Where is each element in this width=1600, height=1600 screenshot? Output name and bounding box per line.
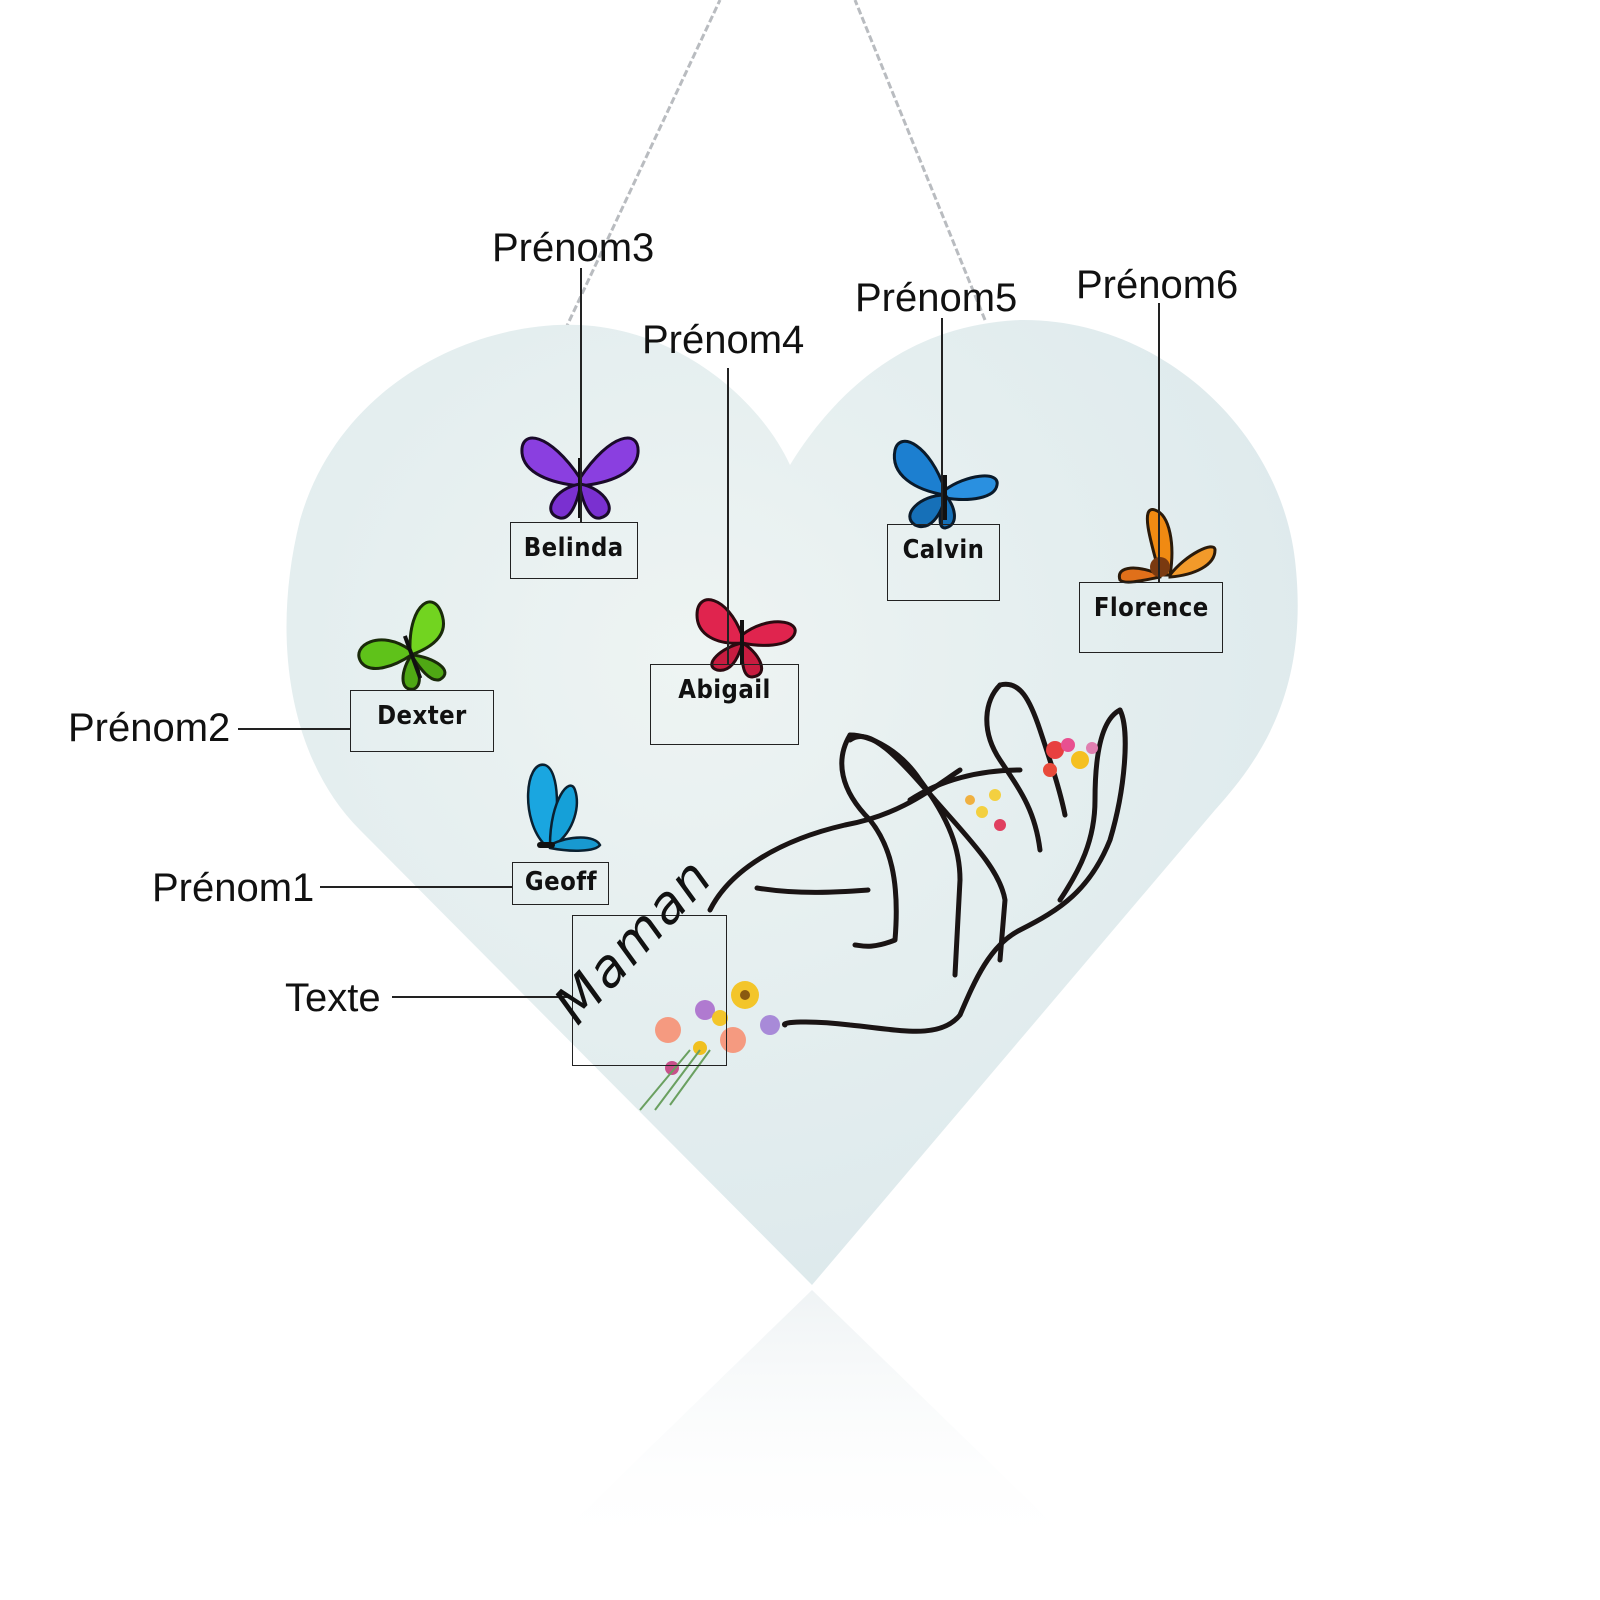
butterfly-icon-dexter: [357, 600, 447, 691]
butterfly-icon-calvin: [892, 439, 999, 530]
leader-line-prenom4: [727, 368, 729, 664]
name-text-dexter: Dexter: [377, 701, 467, 731]
name-text-calvin: Calvin: [902, 535, 985, 565]
name-text-florence: Florence: [1093, 593, 1209, 623]
name-field-prenom5[interactable]: Calvin: [887, 524, 1000, 601]
callout-prenom4: Prénom4: [642, 318, 805, 362]
name-field-prenom6[interactable]: Florence: [1079, 582, 1223, 653]
leader-line-prenom2: [238, 728, 351, 730]
butterfly-icon-geoff: [526, 763, 602, 852]
name-text-geoff: Geoff: [524, 867, 597, 897]
leader-line-prenom5: [941, 318, 943, 524]
name-field-prenom2[interactable]: Dexter: [350, 690, 494, 752]
text-field-texte[interactable]: [572, 915, 727, 1066]
leader-line-prenom6: [1158, 303, 1160, 583]
callout-texte: Texte: [285, 976, 381, 1020]
leader-line-prenom1: [320, 886, 512, 888]
name-text-belinda: Belinda: [524, 533, 624, 563]
butterfly-icon-belinda: [520, 436, 640, 520]
heart-shape: [286, 319, 1298, 1285]
callout-prenom1: Prénom1: [152, 866, 315, 910]
heart-reflection: [534, 1290, 1090, 1560]
chain-icon: [563, 0, 987, 331]
leader-line-texte: [392, 996, 572, 998]
callout-prenom2: Prénom2: [68, 706, 231, 750]
butterfly-icon-abigail: [695, 598, 797, 679]
callout-prenom6: Prénom6: [1076, 263, 1239, 307]
leader-line-prenom3: [580, 268, 582, 522]
name-field-prenom4[interactable]: Abigail: [650, 664, 799, 745]
butterfly-icon-florence: [1117, 508, 1217, 584]
hand-illustration: [707, 681, 1128, 1034]
name-field-prenom1[interactable]: Geoff: [512, 862, 609, 905]
callout-prenom3: Prénom3: [492, 226, 655, 270]
name-field-prenom3[interactable]: Belinda: [510, 522, 638, 579]
name-text-abigail: Abigail: [678, 675, 771, 705]
callout-prenom5: Prénom5: [855, 276, 1018, 320]
